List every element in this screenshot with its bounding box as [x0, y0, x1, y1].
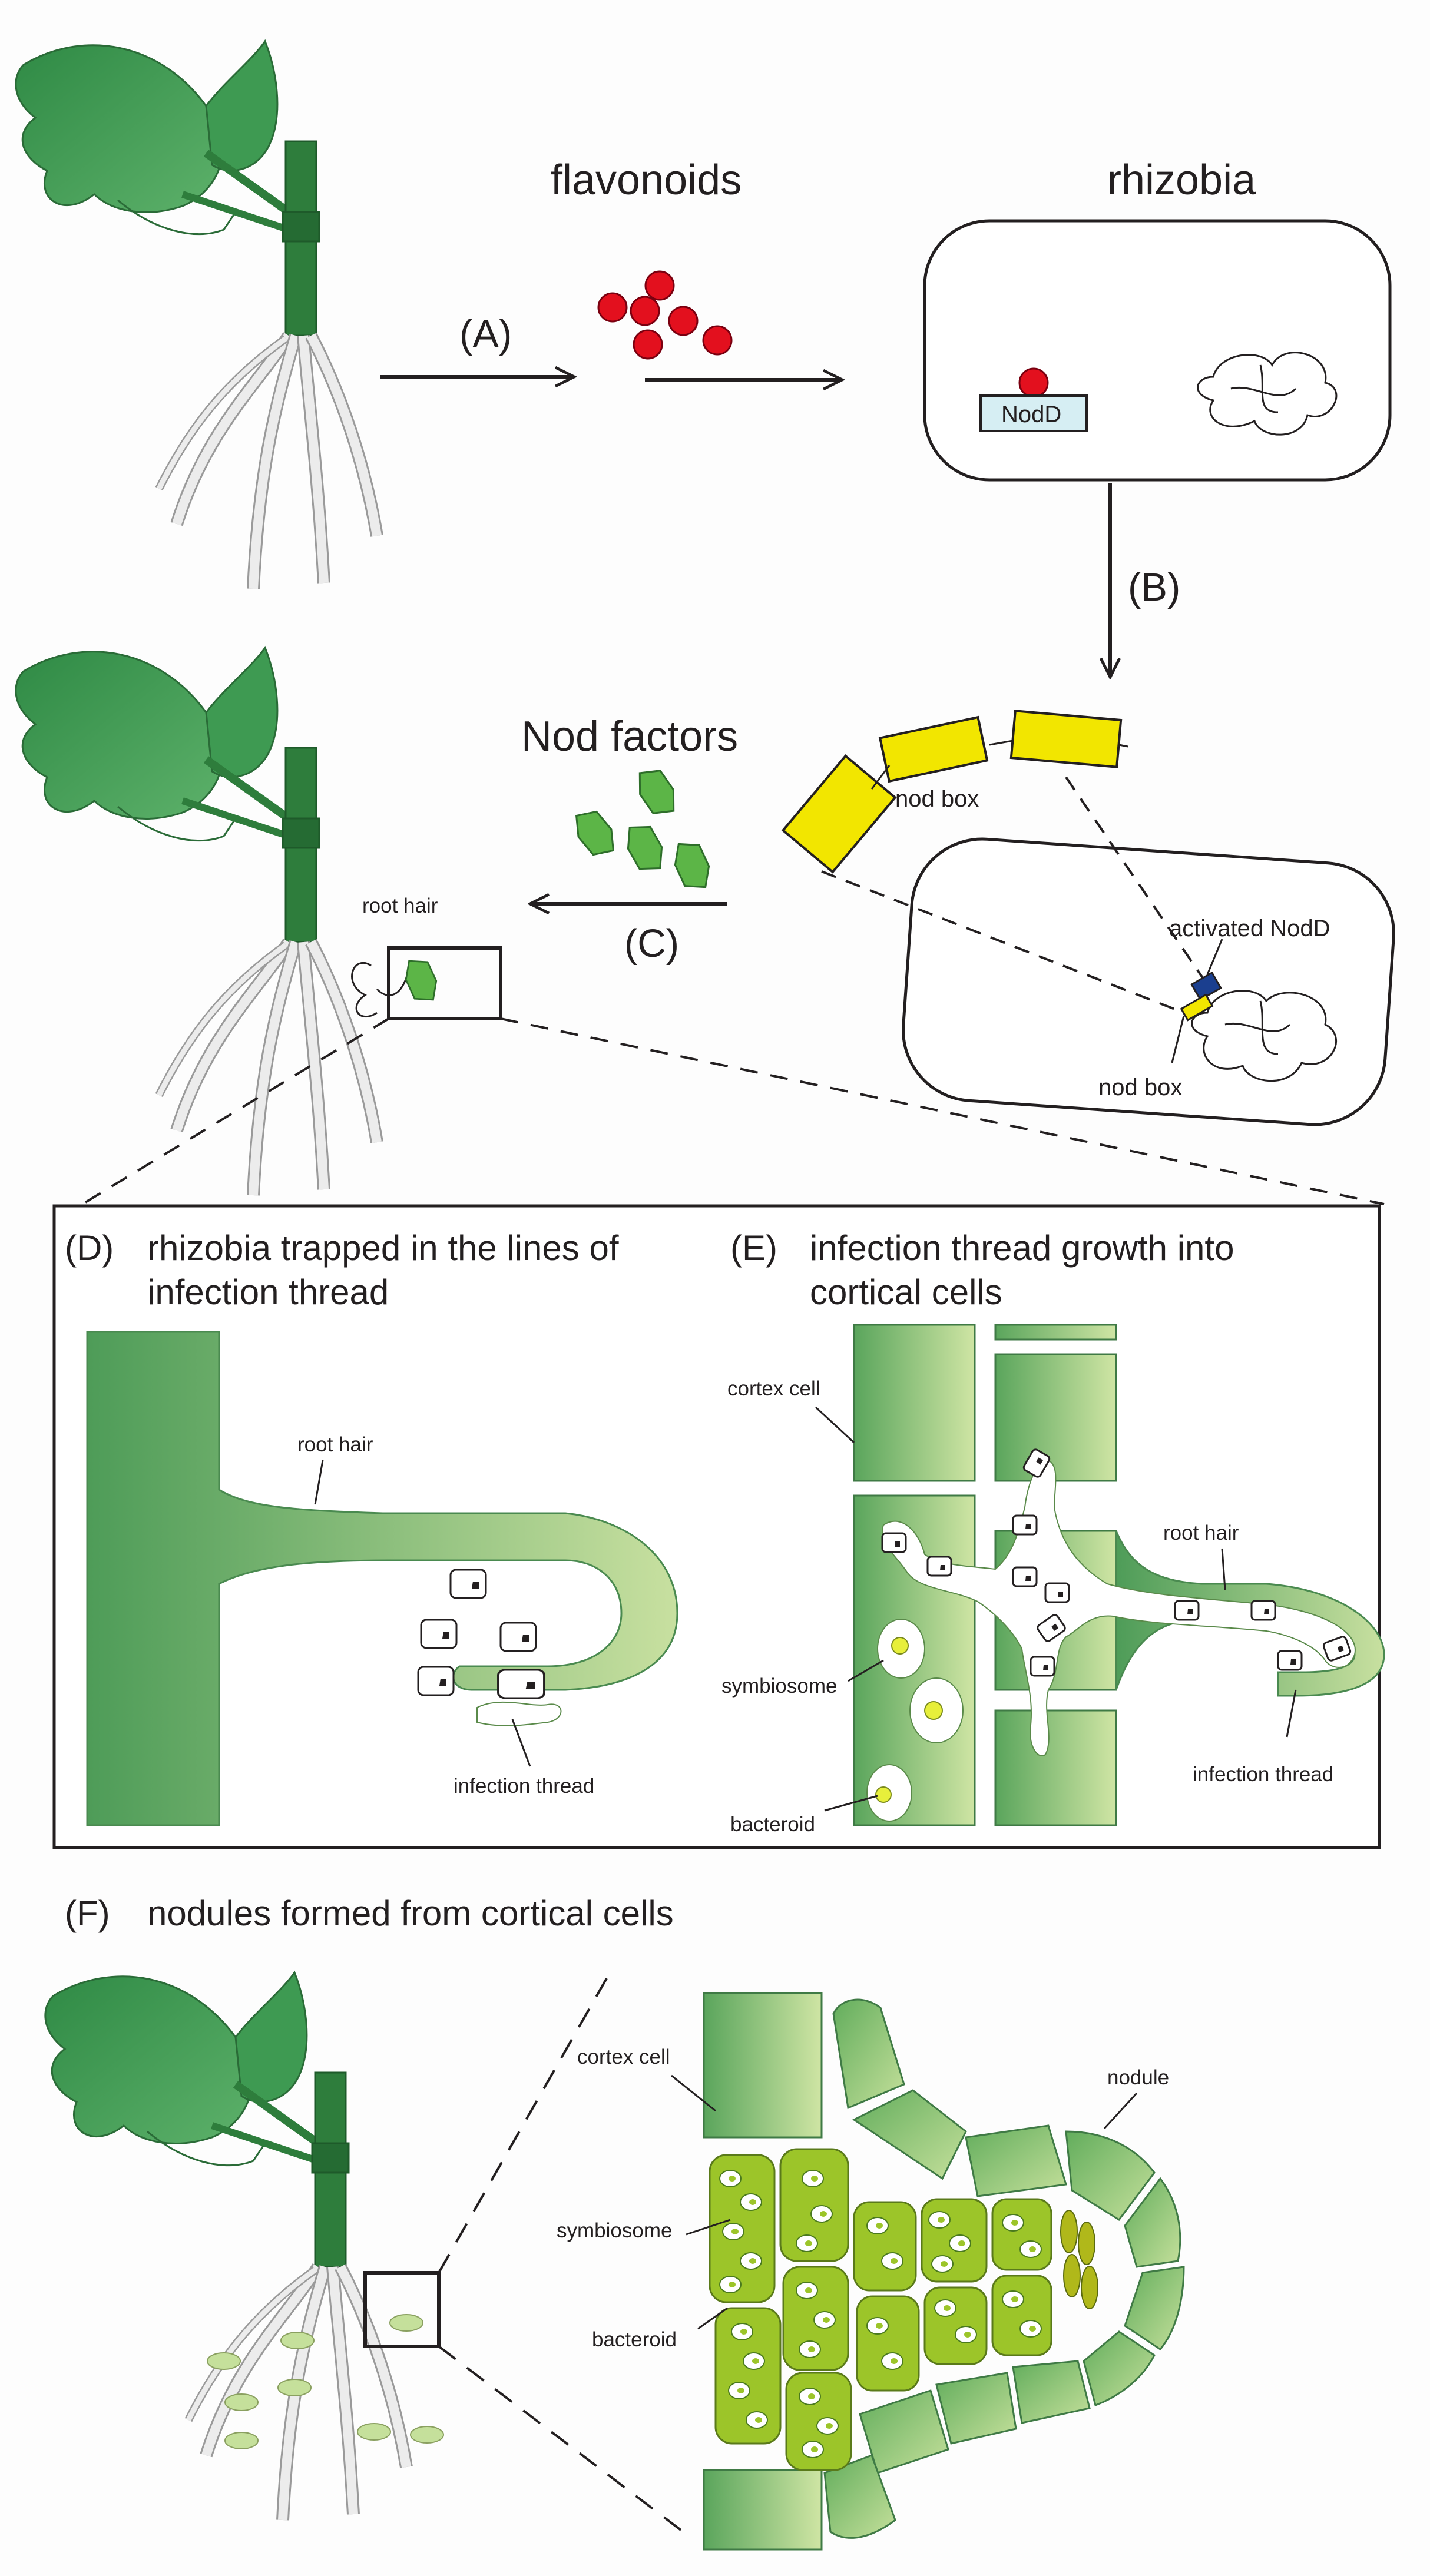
root-hair-strands	[351, 962, 408, 1017]
panel-d-letter: (D)	[65, 1228, 114, 1268]
symbiosome-label-e: symbiosome	[721, 1675, 837, 1698]
dashed-guide-2	[1065, 776, 1206, 982]
bacteroid-label-f: bacteroid	[592, 2328, 677, 2351]
infection-thread-pointer-d	[511, 1719, 531, 1767]
infection-thread-label-e: infection thread	[1193, 1763, 1333, 1786]
zoom-box-root	[387, 946, 502, 1020]
zoom-line-nodule-top	[438, 1978, 608, 2273]
zoom-line-nodule-bottom	[438, 2345, 684, 2533]
nodule-pointer-f	[1103, 2092, 1138, 2130]
rhizobia-label: rhizobia	[1107, 157, 1256, 204]
nod-factor-at-root	[402, 956, 441, 1005]
nod-gene-segments	[781, 710, 1128, 874]
root-hair-label-d: root hair	[297, 1433, 373, 1456]
panel-d-title-1: rhizobia trapped in the lines of	[147, 1228, 619, 1268]
infection-thread-pointer-e	[1286, 1689, 1297, 1738]
cortex-cell-pointer-f	[671, 2074, 716, 2112]
activated-nodd-marker	[1190, 971, 1222, 1002]
panel-e-title-2: cortical cells	[810, 1272, 1002, 1312]
flavonoid-bound	[1018, 367, 1049, 398]
panel-f-letter: (F)	[65, 1894, 110, 1933]
bacterial-dna-2	[1191, 990, 1337, 1082]
cortex-cells-f	[703, 1992, 823, 2551]
activated-nodd-pointer	[1206, 939, 1223, 975]
root-hair-cell-d	[86, 1331, 678, 1826]
bacteroid-pointer-e	[824, 1795, 878, 1812]
activated-nodd-label: activated NodD	[1169, 916, 1330, 941]
rhizobia-cell	[923, 219, 1392, 482]
panel-d-title-2: infection thread	[147, 1272, 389, 1312]
nod-box-pointer	[1171, 1015, 1185, 1063]
cortex-cell-label-e: cortex cell	[727, 1377, 820, 1400]
nod-box-cell-label: nod box	[1098, 1075, 1182, 1100]
nod-box-marker	[1180, 993, 1214, 1022]
step-c-label: (C)	[624, 921, 679, 966]
step-b-label: (B)	[1128, 565, 1180, 609]
bacterial-dna	[1197, 352, 1338, 436]
step-a-label: (A)	[459, 312, 512, 356]
nod-factor-molecules	[569, 763, 714, 893]
panel-e-letter: (E)	[730, 1228, 777, 1268]
infection-thread-label-d: infection thread	[454, 1775, 594, 1798]
plant-top	[16, 41, 377, 589]
panel-e-title-1: infection thread growth into	[810, 1228, 1234, 1268]
nodule-outer-cells	[823, 1998, 1185, 2539]
nodd-label: NodD	[1001, 402, 1061, 427]
zoom-line-right	[500, 1017, 1385, 1205]
dashed-guide-1	[821, 870, 1184, 1014]
root-hair-pointer-d	[314, 1460, 324, 1505]
symbiosome-label-f: symbiosome	[557, 2219, 672, 2242]
flavonoids-label: flavonoids	[551, 157, 742, 204]
bacteroid-pointer-f	[697, 2307, 728, 2330]
infection-thread-network-e	[882, 1459, 1356, 1756]
panel-f-title: nodules formed from cortical cells	[147, 1894, 674, 1933]
infection-thread-d	[476, 1701, 562, 1726]
nod-factors-label: Nod factors	[521, 713, 738, 760]
bacteroid-label-e: bacteroid	[730, 1813, 815, 1836]
flavonoid-molecules	[597, 270, 733, 360]
nodule-label-f: nodule	[1107, 2066, 1169, 2089]
cortex-cell-label-f: cortex cell	[577, 2045, 670, 2068]
symbiosome-pointer-f	[686, 2219, 731, 2236]
zoom-box-nodule	[363, 2271, 441, 2348]
nodd-box	[979, 394, 1088, 432]
symbiosomes-e	[866, 1619, 964, 1822]
root-hair-pointer-e	[1221, 1548, 1226, 1590]
nodules-on-roots	[207, 2314, 444, 2449]
root-hair-label-e: root hair	[1163, 1521, 1239, 1544]
nod-box-gene-label: nod box	[895, 786, 979, 812]
root-hair-label-top: root hair	[362, 894, 438, 917]
cortex-cell-pointer-e	[815, 1406, 855, 1444]
symbiosome-pointer-e	[848, 1659, 884, 1682]
plant-middle	[16, 648, 377, 1195]
zoom-line-left	[81, 1017, 390, 1205]
